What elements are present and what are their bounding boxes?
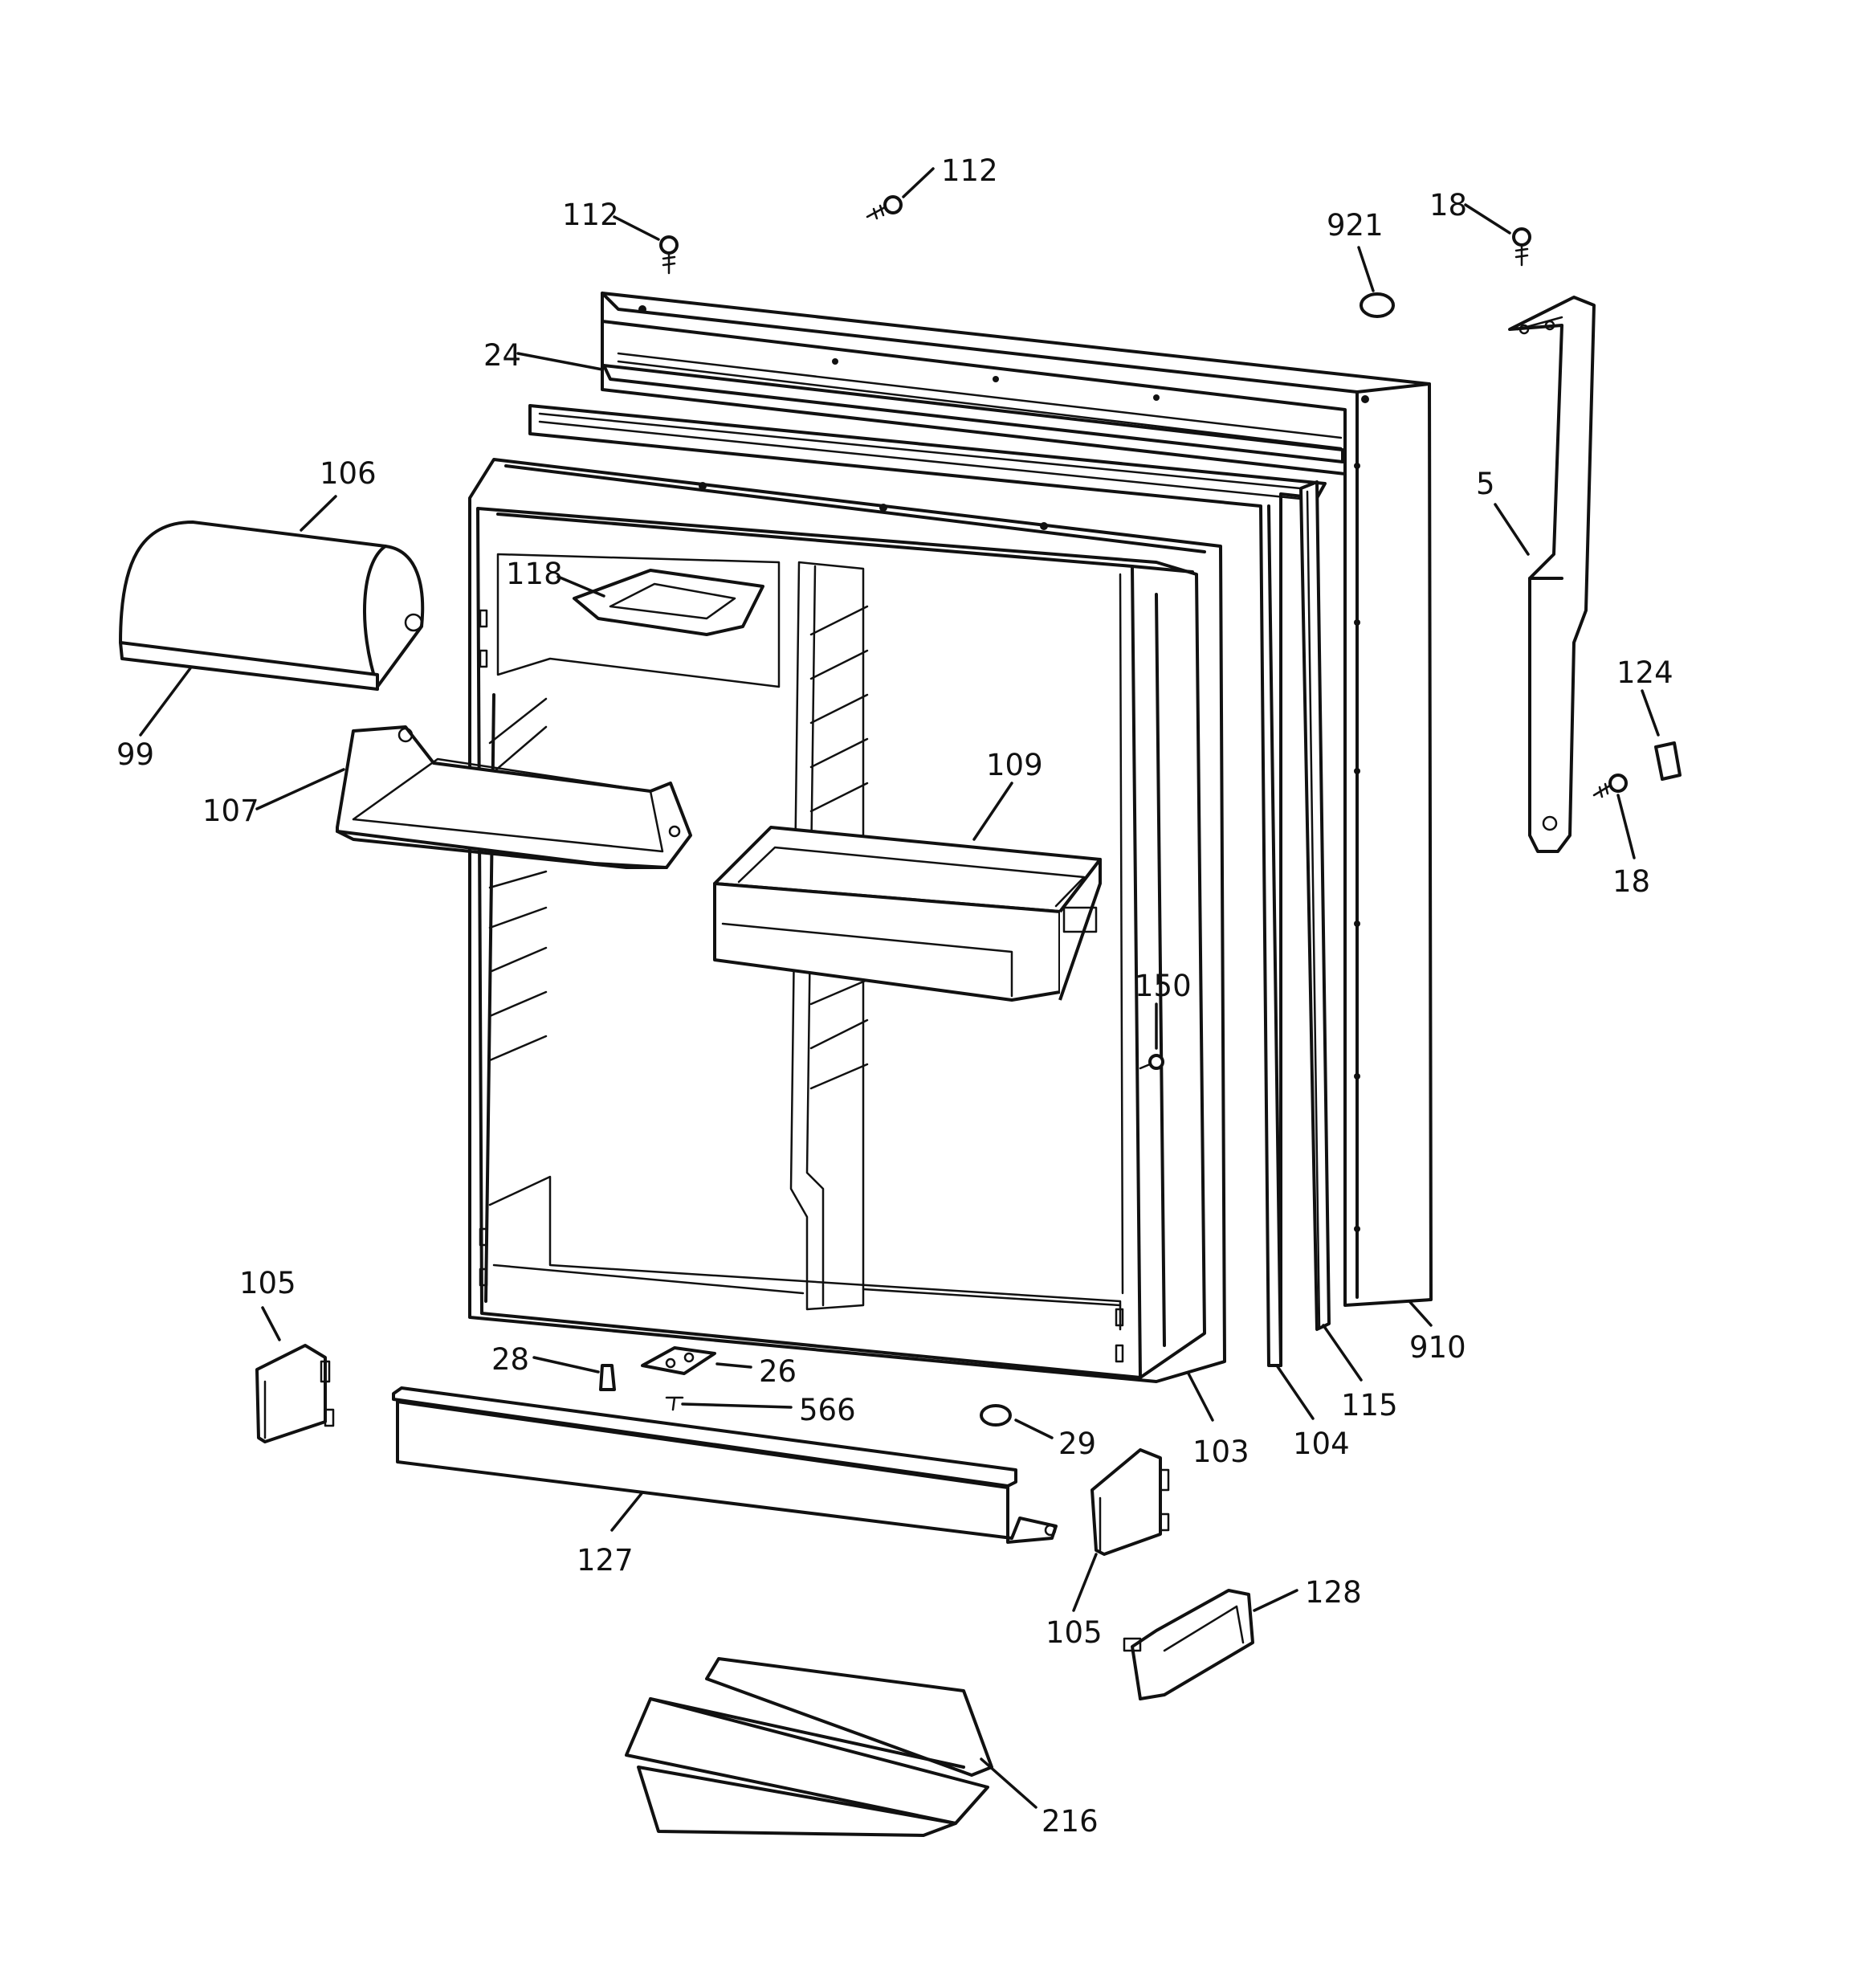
rail-127 bbox=[392, 1386, 1058, 1544]
part-labels: 112 112 921 18 24 5 106 118 99 107 124 1… bbox=[116, 153, 1673, 1839]
label-106: 106 bbox=[320, 456, 377, 491]
label-124: 124 bbox=[1616, 655, 1673, 690]
gasket-strip-24 bbox=[602, 364, 1344, 463]
screw-566 bbox=[665, 1396, 684, 1411]
label-216: 216 bbox=[1042, 1804, 1099, 1839]
dairy-door-106 bbox=[119, 520, 425, 691]
bracket-124 bbox=[1654, 741, 1682, 781]
leader-lines bbox=[139, 167, 1660, 1809]
label-921: 921 bbox=[1327, 208, 1384, 243]
label-115: 115 bbox=[1341, 1388, 1398, 1423]
plug-29 bbox=[980, 1404, 1012, 1427]
bin-109 bbox=[713, 826, 1102, 1002]
screw-18-top bbox=[1512, 227, 1531, 267]
label-24: 24 bbox=[483, 338, 521, 373]
label-910: 910 bbox=[1409, 1330, 1466, 1365]
label-99: 99 bbox=[116, 737, 154, 772]
label-18-side: 18 bbox=[1612, 864, 1650, 899]
label-128: 128 bbox=[1305, 1575, 1362, 1610]
label-26: 26 bbox=[759, 1354, 797, 1389]
tray-118 bbox=[573, 569, 764, 636]
plug-921 bbox=[1360, 292, 1395, 318]
label-109: 109 bbox=[986, 748, 1043, 782]
screw-150 bbox=[1139, 1054, 1164, 1070]
label-5: 5 bbox=[1476, 467, 1495, 501]
label-103: 103 bbox=[1192, 1435, 1249, 1469]
pin-28 bbox=[599, 1364, 616, 1391]
label-28: 28 bbox=[491, 1342, 529, 1377]
shelf-107 bbox=[336, 725, 692, 869]
bin-216 bbox=[625, 1657, 993, 1837]
end-cap-128 bbox=[1123, 1589, 1254, 1700]
label-112-left: 112 bbox=[562, 198, 619, 232]
handle-5 bbox=[1508, 296, 1596, 853]
label-112-right: 112 bbox=[941, 153, 998, 188]
label-150: 150 bbox=[1135, 969, 1192, 1003]
label-118: 118 bbox=[506, 557, 563, 591]
end-cap-105-right bbox=[1090, 1448, 1170, 1556]
outer-door-910 bbox=[601, 292, 1433, 1307]
label-18-top: 18 bbox=[1429, 188, 1467, 222]
label-566: 566 bbox=[799, 1393, 856, 1427]
end-cap-105-left bbox=[255, 1344, 335, 1443]
label-105-left: 105 bbox=[239, 1266, 296, 1300]
label-105-right: 105 bbox=[1046, 1615, 1103, 1650]
gasket-104 bbox=[528, 404, 1327, 1367]
label-104: 104 bbox=[1293, 1427, 1350, 1461]
screw-112-right bbox=[866, 195, 903, 220]
label-107: 107 bbox=[202, 794, 259, 828]
hinge-plate-26 bbox=[641, 1346, 716, 1375]
label-127: 127 bbox=[577, 1543, 634, 1578]
screw-112-left bbox=[659, 235, 679, 275]
trim-strip-115 bbox=[1299, 480, 1331, 1331]
label-29: 29 bbox=[1058, 1427, 1096, 1461]
screw-18-side bbox=[1592, 774, 1628, 798]
